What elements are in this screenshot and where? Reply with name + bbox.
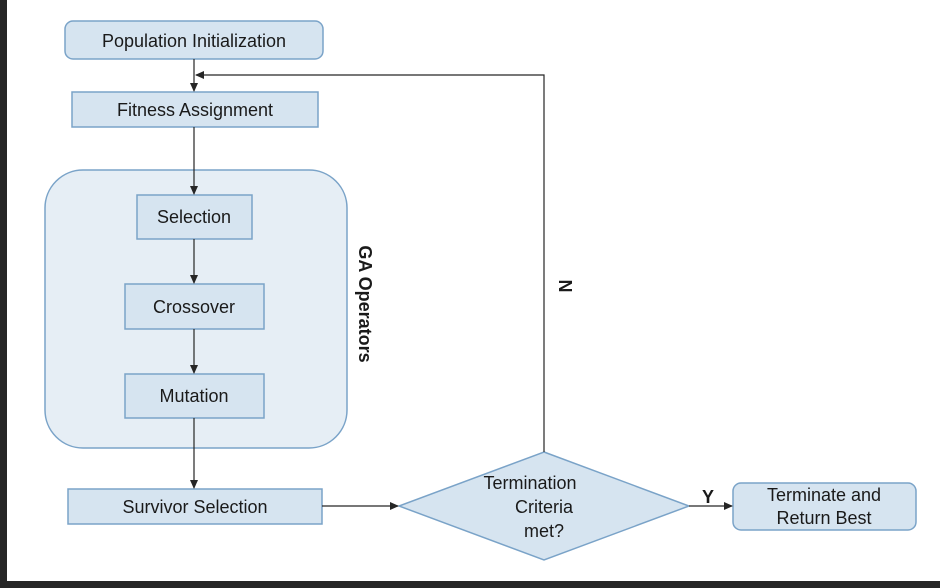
terminate-return-best-node — [732, 482, 917, 531]
terminate-label-line1: Terminate and — [767, 485, 881, 505]
fitness-assignment-node — [71, 91, 319, 128]
termination-decision-node — [396, 451, 692, 561]
crossover-node — [124, 283, 265, 330]
ga-operators-label: GA Operators — [355, 245, 375, 362]
selection-node — [136, 194, 253, 240]
fitness-assignment-label: Fitness Assignment — [117, 100, 273, 120]
termination-label-line3: met? — [524, 521, 564, 541]
mutation-node — [124, 373, 265, 419]
termination-label-line2: Criteria — [515, 497, 574, 517]
terminate-label-line2: Return Best — [776, 508, 871, 528]
edge-label-yes: Y — [702, 487, 714, 507]
survivor-selection-label: Survivor Selection — [122, 497, 267, 517]
selection-label: Selection — [157, 207, 231, 227]
mutation-label: Mutation — [159, 386, 228, 406]
termination-label-line1: Termination — [483, 473, 576, 493]
flowchart: GA Operators Population Initialization F… — [44, 20, 917, 561]
survivor-selection-node — [67, 488, 323, 525]
population-initialization-label: Population Initialization — [102, 31, 286, 51]
arrow-loop-back-to-fitness — [195, 71, 545, 452]
edge-label-no: N — [555, 280, 575, 293]
crossover-label: Crossover — [153, 297, 235, 317]
